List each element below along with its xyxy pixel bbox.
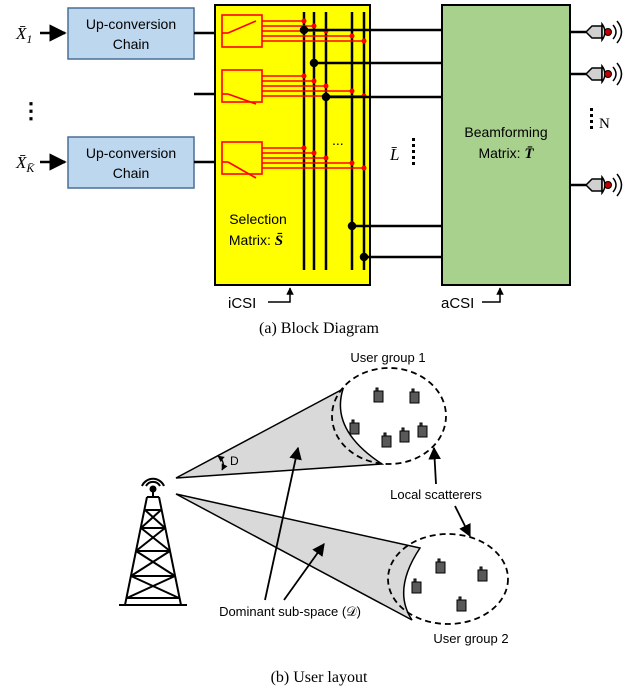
base-station-tower-icon — [119, 477, 187, 606]
user-group-1-ellipse — [331, 367, 447, 465]
scatterers-arrow-down — [454, 505, 471, 538]
local-scatterers-label: Local scatterers — [390, 487, 482, 502]
antenna-ellipsis — [590, 108, 593, 129]
user-group-2-ellipse — [387, 533, 509, 625]
antenna-icon — [584, 62, 623, 86]
beam-lower — [175, 493, 422, 621]
angle-label: D — [230, 454, 239, 468]
block-diagram-caption: (a) Block Diagram — [259, 320, 380, 337]
selection-output-lines — [299, 25, 442, 262]
selection-dots: ... — [332, 132, 344, 148]
icsi-label: iCSI — [228, 295, 256, 312]
user-group-2-label: User group 2 — [433, 631, 508, 646]
icsi-arrow — [268, 287, 294, 303]
user-layout-caption: (b) User layout — [271, 669, 368, 686]
beamforming-matrix-box — [441, 4, 571, 286]
selection-matrix-label-line2: Matrix: S̄ — [229, 232, 283, 249]
subspace-arrow-upper — [264, 446, 302, 601]
svg-text:Chain: Chain — [113, 36, 150, 52]
user-devices-group-1 — [349, 387, 428, 448]
antenna-icon — [584, 173, 623, 197]
switch-group-1 — [221, 14, 364, 48]
dominant-subspace-label: Dominant sub-space (𝒟) — [219, 604, 361, 619]
user-devices-group-2 — [411, 558, 488, 612]
beamforming-label-line2: Matrix: T̄ — [478, 145, 534, 162]
selection-matrix-label-line1: Selection — [229, 211, 287, 227]
l-ellipsis — [412, 138, 415, 165]
switch-group-3 — [221, 141, 364, 179]
input-ellipsis: ⋮ — [20, 98, 42, 123]
antenna-feed-lines — [570, 30, 586, 187]
upconversion-chain-1: Up-conversion Chain — [67, 7, 195, 60]
antenna-icon — [584, 20, 623, 44]
input-xk-label: X̄K̄ — [15, 153, 35, 175]
l-label: L̄ — [389, 145, 399, 164]
subspace-arrow-lower — [283, 542, 325, 601]
svg-text:Up-conversion: Up-conversion — [86, 145, 176, 161]
n-label: N — [599, 116, 610, 132]
acsi-label: aCSI — [441, 295, 474, 312]
user-group-1-label: User group 1 — [350, 350, 425, 365]
block-diagram: X̄1 ⋮ X̄K̄ Up-conversion Chain Up-conver… — [15, 4, 623, 337]
selection-matrix-box — [214, 4, 371, 286]
input-x1-label: X̄1 — [15, 24, 32, 46]
svg-text:Chain: Chain — [113, 165, 150, 181]
svg-text:Up-conversion: Up-conversion — [86, 16, 176, 32]
user-layout: User group 1 User group 2 — [119, 350, 509, 686]
upconversion-chain-k: Up-conversion Chain — [67, 136, 195, 189]
angle-arc — [217, 455, 228, 471]
beamforming-label-line1: Beamforming — [464, 124, 547, 140]
acsi-arrow — [482, 287, 504, 303]
scatterers-arrow-up — [428, 446, 441, 485]
